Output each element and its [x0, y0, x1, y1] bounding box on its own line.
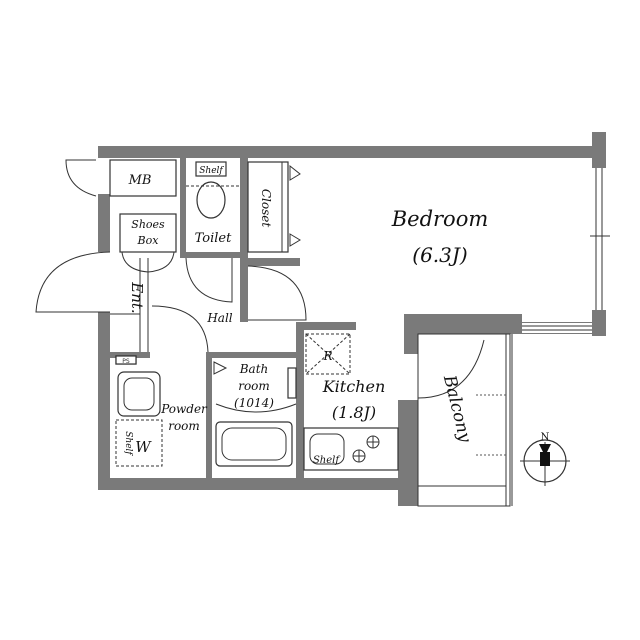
shoes-box-label-1: Shoes: [131, 218, 165, 231]
hall-label: Hall: [206, 311, 232, 325]
powder-door-swing: [151, 305, 209, 353]
meter-box: [65, 159, 177, 197]
toilet-label: Toilet: [195, 231, 232, 246]
toilet-room: [185, 161, 240, 303]
bedroom-size-label: (6.3J): [412, 243, 467, 267]
kitchen-label: Kitchen: [322, 377, 386, 396]
toilet-shelf-label: Shelf: [199, 166, 224, 176]
entrance-door-swing: [35, 251, 111, 313]
powder-label-1: Powder: [160, 402, 208, 416]
closet-label: Closet: [259, 189, 273, 228]
kitchen-shelf-label: Shelf: [313, 455, 341, 466]
balcony-area: [417, 333, 513, 507]
entrance-label: Ent.: [128, 281, 146, 313]
bath-label-2: room: [238, 379, 270, 393]
fridge-label: R: [322, 349, 332, 363]
compass-north-label: N: [541, 432, 550, 443]
shoes-box: [119, 213, 177, 273]
shoes-box-label-2: Box: [137, 234, 160, 247]
bedroom-door-swing: [247, 265, 307, 321]
powder-shelf-label: Shelf: [123, 431, 133, 456]
bath-label-1: Bath: [239, 362, 269, 376]
washer-label: W: [135, 438, 152, 456]
ps-label: PS: [122, 358, 130, 365]
bedroom-label: Bedroom: [391, 207, 489, 231]
balcony-label: Balcony: [439, 372, 475, 445]
kitchen-area: [303, 333, 399, 471]
kitchen-size-label: (1.8J): [332, 403, 376, 422]
compass-icon: [520, 439, 570, 486]
closet: [247, 161, 301, 253]
powder-label-2: room: [168, 419, 200, 433]
mb-label: MB: [128, 173, 152, 188]
bathroom: [213, 361, 297, 467]
bath-size-label: (1014): [234, 396, 274, 410]
